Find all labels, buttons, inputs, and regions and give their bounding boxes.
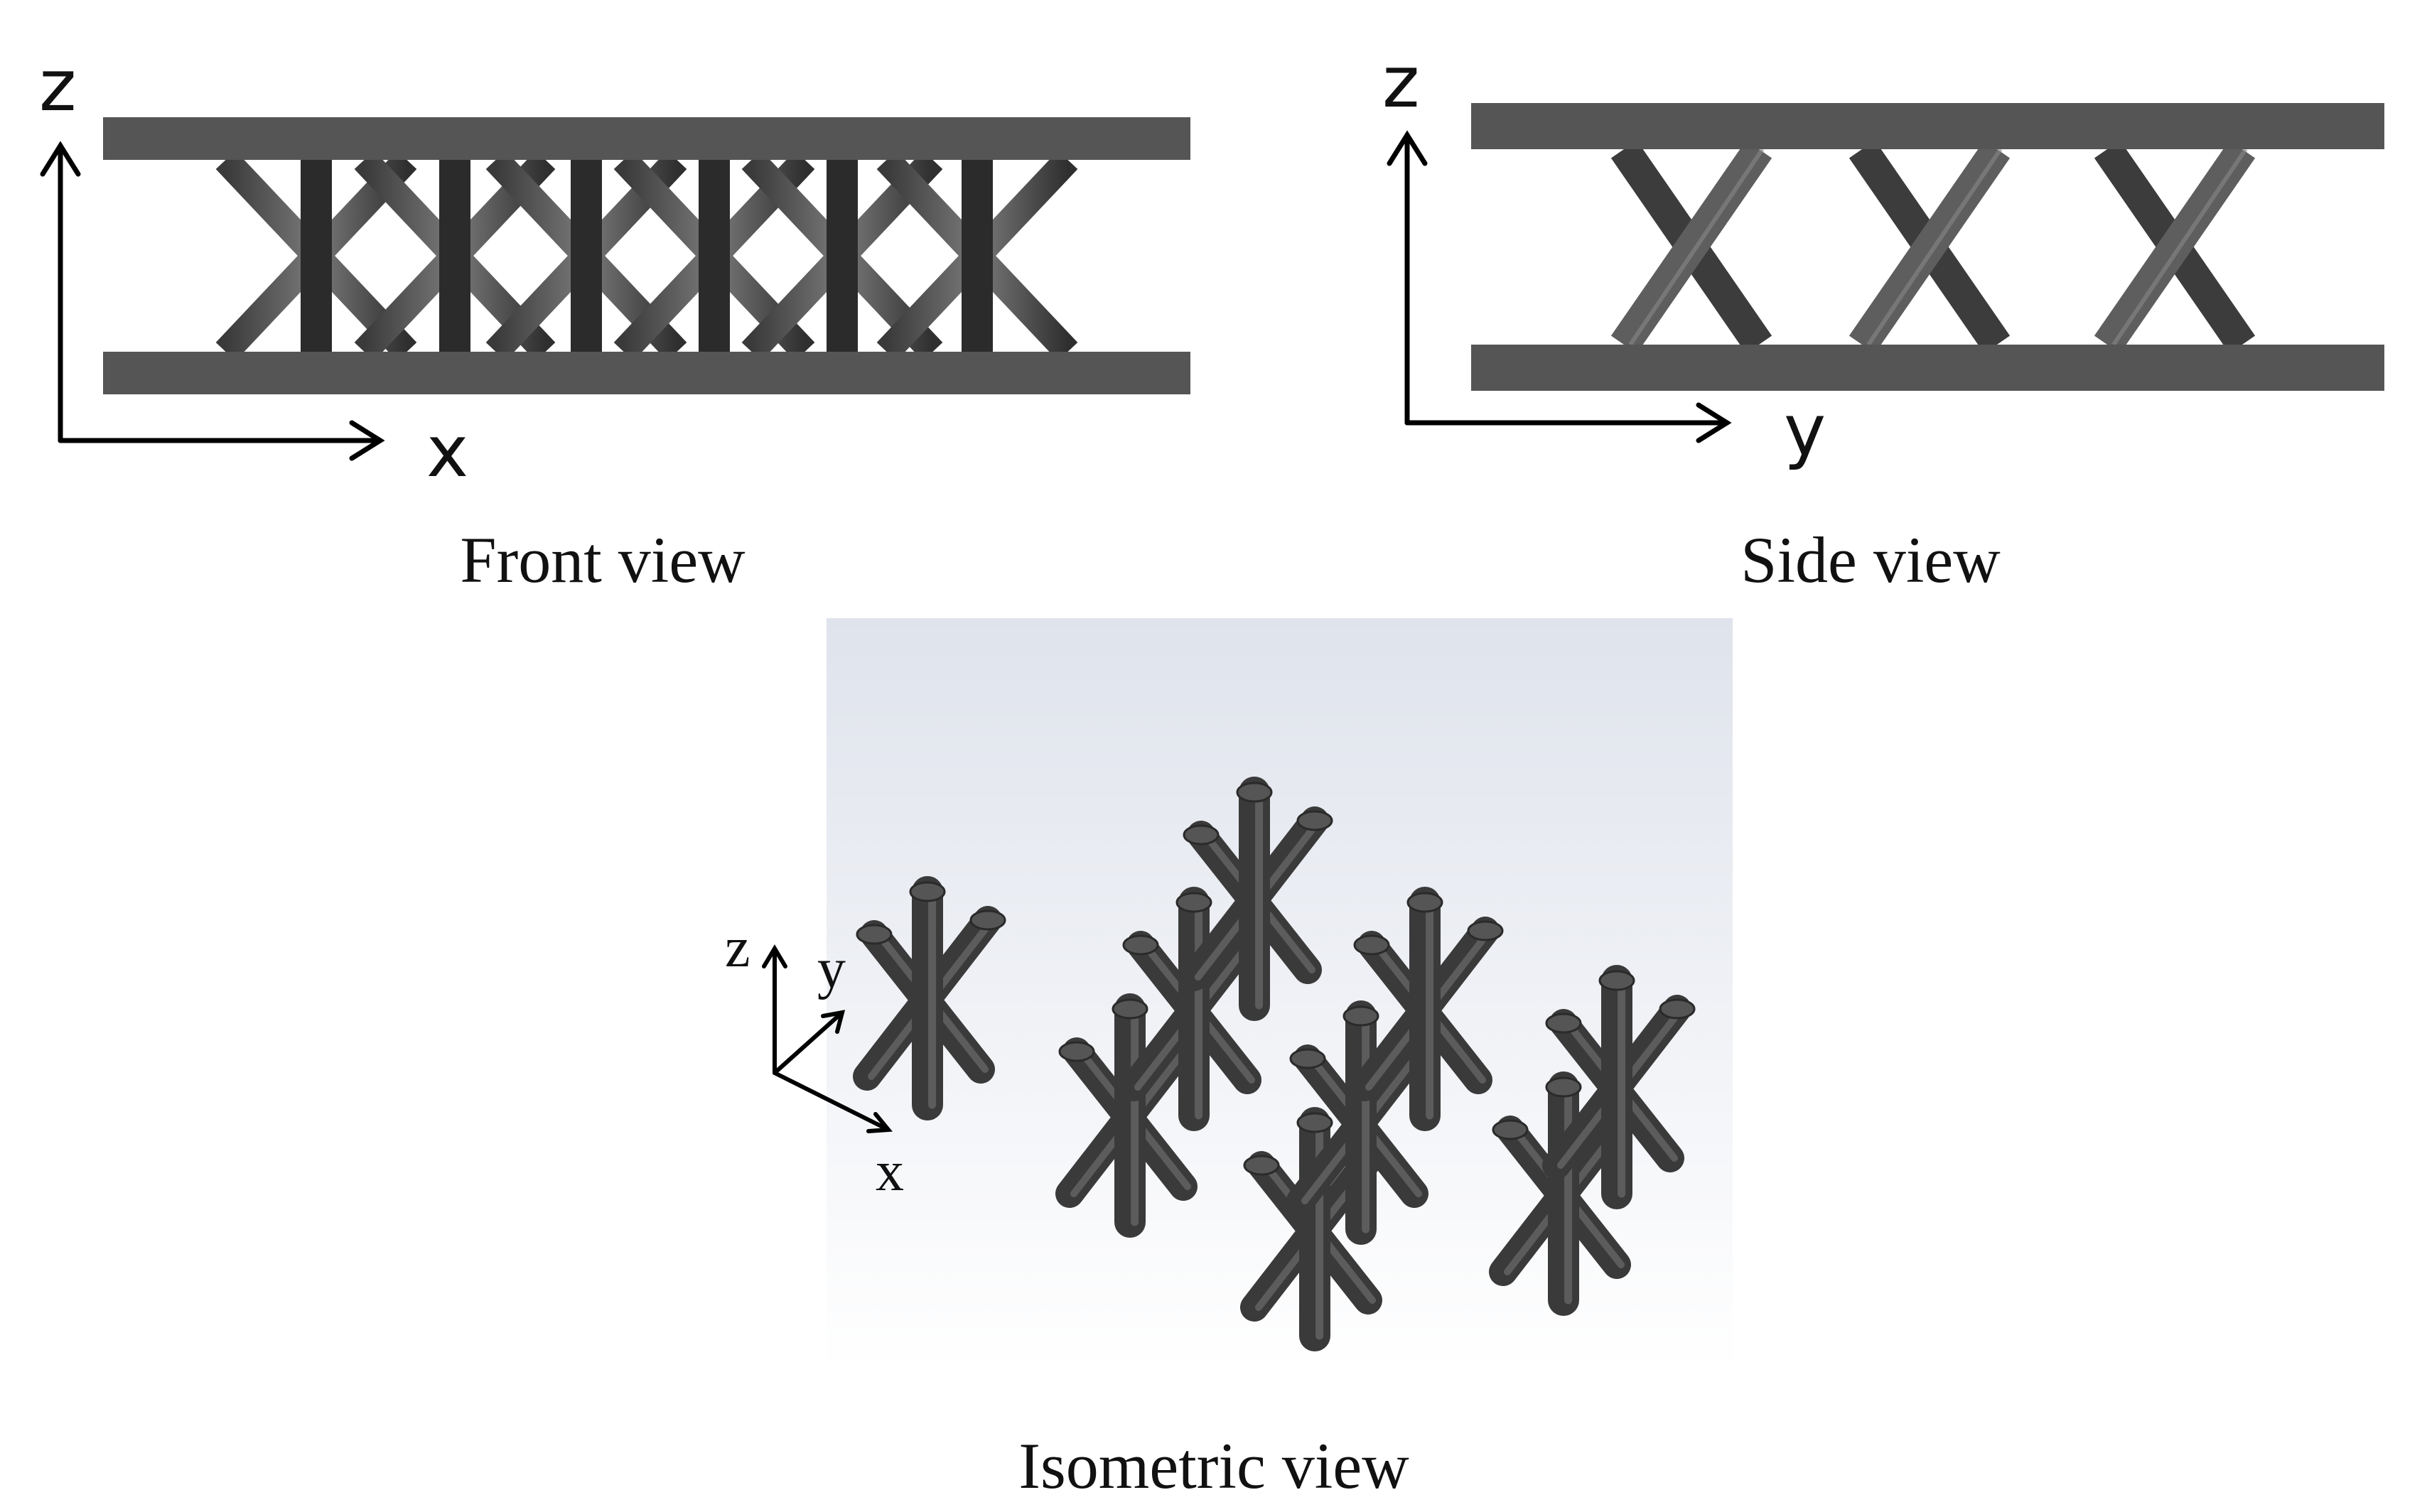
side-view-panel: z y xyxy=(1350,0,2427,512)
isometric-strut-cap xyxy=(1659,998,1696,1020)
isometric-strut-cap xyxy=(909,881,946,902)
isometric-strut-cap xyxy=(856,924,893,945)
isometric-strut-cap xyxy=(1175,892,1212,913)
front-view-z-label: z xyxy=(39,44,77,127)
isometric-lattice-unit xyxy=(1350,887,1504,1131)
side-view-lattice xyxy=(1610,140,2256,354)
front-view-axes xyxy=(40,141,385,461)
isometric-view-z-label: z xyxy=(725,917,750,979)
isometric-lattice-unit xyxy=(1119,887,1273,1131)
isometric-strut-cap xyxy=(1598,970,1635,991)
isometric-lattice-unit xyxy=(1055,993,1209,1238)
front-view-vertical-strut xyxy=(699,160,730,352)
isometric-strut-cap xyxy=(1296,810,1333,831)
isometric-view-lattice xyxy=(853,777,1696,1351)
isometric-view-axes xyxy=(762,944,893,1133)
isometric-strut-cap xyxy=(1289,1048,1326,1069)
front-view-bottom-plate xyxy=(103,352,1190,394)
side-view-drawing: z y xyxy=(1382,40,2384,472)
isometric-strut-cap xyxy=(1058,1041,1095,1062)
isometric-strut-cap xyxy=(969,909,1006,931)
side-view-bottom-plate xyxy=(1471,345,2384,391)
front-view-top-plate xyxy=(103,117,1190,160)
front-view-panel: z x xyxy=(0,0,1222,512)
isometric-view-panel: z y x xyxy=(711,618,1748,1393)
side-view-z-label: z xyxy=(1382,40,1420,124)
front-view-vertical-strut xyxy=(827,160,858,352)
isometric-strut-cap xyxy=(1467,920,1504,941)
isometric-lattice-unit xyxy=(1286,1000,1440,1245)
isometric-view-caption: Isometric view xyxy=(1018,1430,1409,1502)
isometric-strut-cap xyxy=(1236,782,1273,803)
isometric-strut-cap xyxy=(1545,1012,1582,1034)
side-view-axes xyxy=(1387,130,1732,443)
isometric-strut-cap xyxy=(1406,892,1443,913)
isometric-view-x-label: x xyxy=(876,1140,904,1203)
front-view-caption: Front view xyxy=(460,524,746,596)
isometric-lattice-unit xyxy=(1542,965,1696,1209)
isometric-strut-cap xyxy=(1183,824,1220,846)
side-view-diagonal-strut xyxy=(1610,140,1772,354)
side-view-strut-highlight xyxy=(2111,148,2248,346)
front-view-drawing: z x xyxy=(39,44,1190,493)
front-view-vertical-strut xyxy=(962,160,993,352)
isometric-strut-cap xyxy=(1492,1119,1529,1140)
isometric-strut-cap xyxy=(1122,934,1159,956)
isometric-strut-cap xyxy=(1353,934,1390,956)
side-view-diagonal-strut xyxy=(2094,140,2256,354)
isometric-view-drawing: z y x xyxy=(725,618,1733,1371)
side-view-diagonal-strut xyxy=(1848,140,2011,354)
isometric-strut-cap xyxy=(1296,1112,1333,1133)
front-view-vertical-strut xyxy=(439,160,470,352)
side-view-y-label: y xyxy=(1784,389,1826,472)
side-view-strut-highlight xyxy=(1628,148,1765,346)
isometric-view-background xyxy=(827,618,1733,1371)
isometric-strut-cap xyxy=(1243,1155,1280,1176)
isometric-lattice-unit xyxy=(853,876,1006,1120)
side-view-strut-highlight xyxy=(1866,148,2003,346)
isometric-lattice-unit xyxy=(1180,777,1333,1021)
front-view-lattice xyxy=(215,150,1078,362)
isometric-strut-cap xyxy=(1545,1076,1582,1098)
front-view-vertical-strut xyxy=(301,160,332,352)
side-view-top-plate xyxy=(1471,103,2384,149)
isometric-strut-cap xyxy=(1342,1005,1379,1027)
front-view-x-label: x xyxy=(426,410,468,493)
isometric-view-y-label: y xyxy=(817,938,846,1000)
front-view-vertical-strut xyxy=(571,160,602,352)
side-view-caption: Side view xyxy=(1740,524,2001,596)
isometric-strut-cap xyxy=(1112,998,1148,1020)
